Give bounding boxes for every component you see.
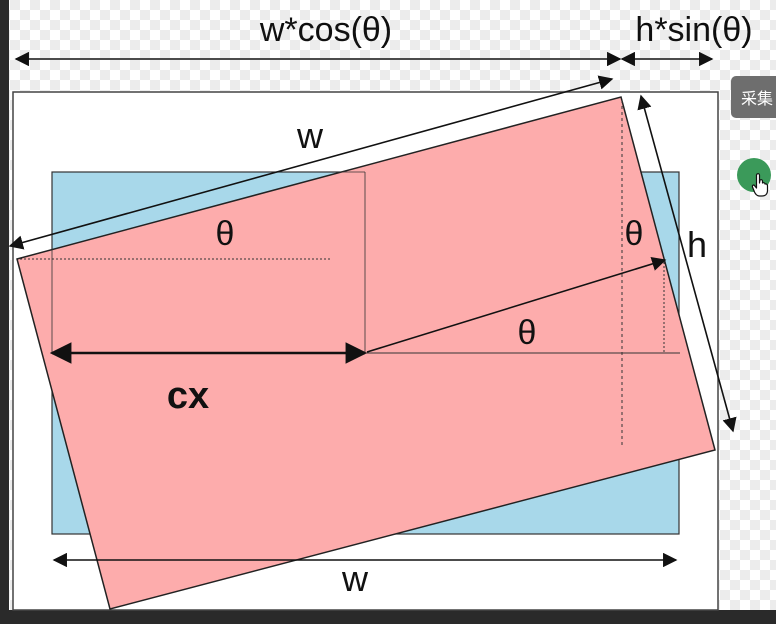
label-rect-height: h — [687, 224, 707, 265]
label-center-x: cx — [167, 375, 209, 417]
label-h-sin: h*sin(θ) — [635, 11, 752, 49]
arrow-center-diagonal — [366, 256, 667, 353]
hand-pointer-icon — [751, 173, 769, 197]
arrow-rect-width — [8, 75, 614, 250]
label-bottom-width: w — [341, 558, 369, 599]
window-frame-bottom — [0, 610, 776, 624]
side-panel-chip[interactable]: 采集 — [731, 76, 776, 118]
label-angle-center: θ — [518, 314, 537, 352]
side-chip-label: 采集 — [741, 89, 774, 108]
label-angle-top-left: θ — [216, 215, 235, 253]
label-angle-top-right: θ — [625, 215, 644, 253]
label-rect-width: w — [296, 115, 324, 156]
label-w-cos: w*cos(θ) — [259, 11, 392, 49]
window-frame-left — [0, 0, 9, 624]
arrow-rect-height — [637, 94, 737, 433]
